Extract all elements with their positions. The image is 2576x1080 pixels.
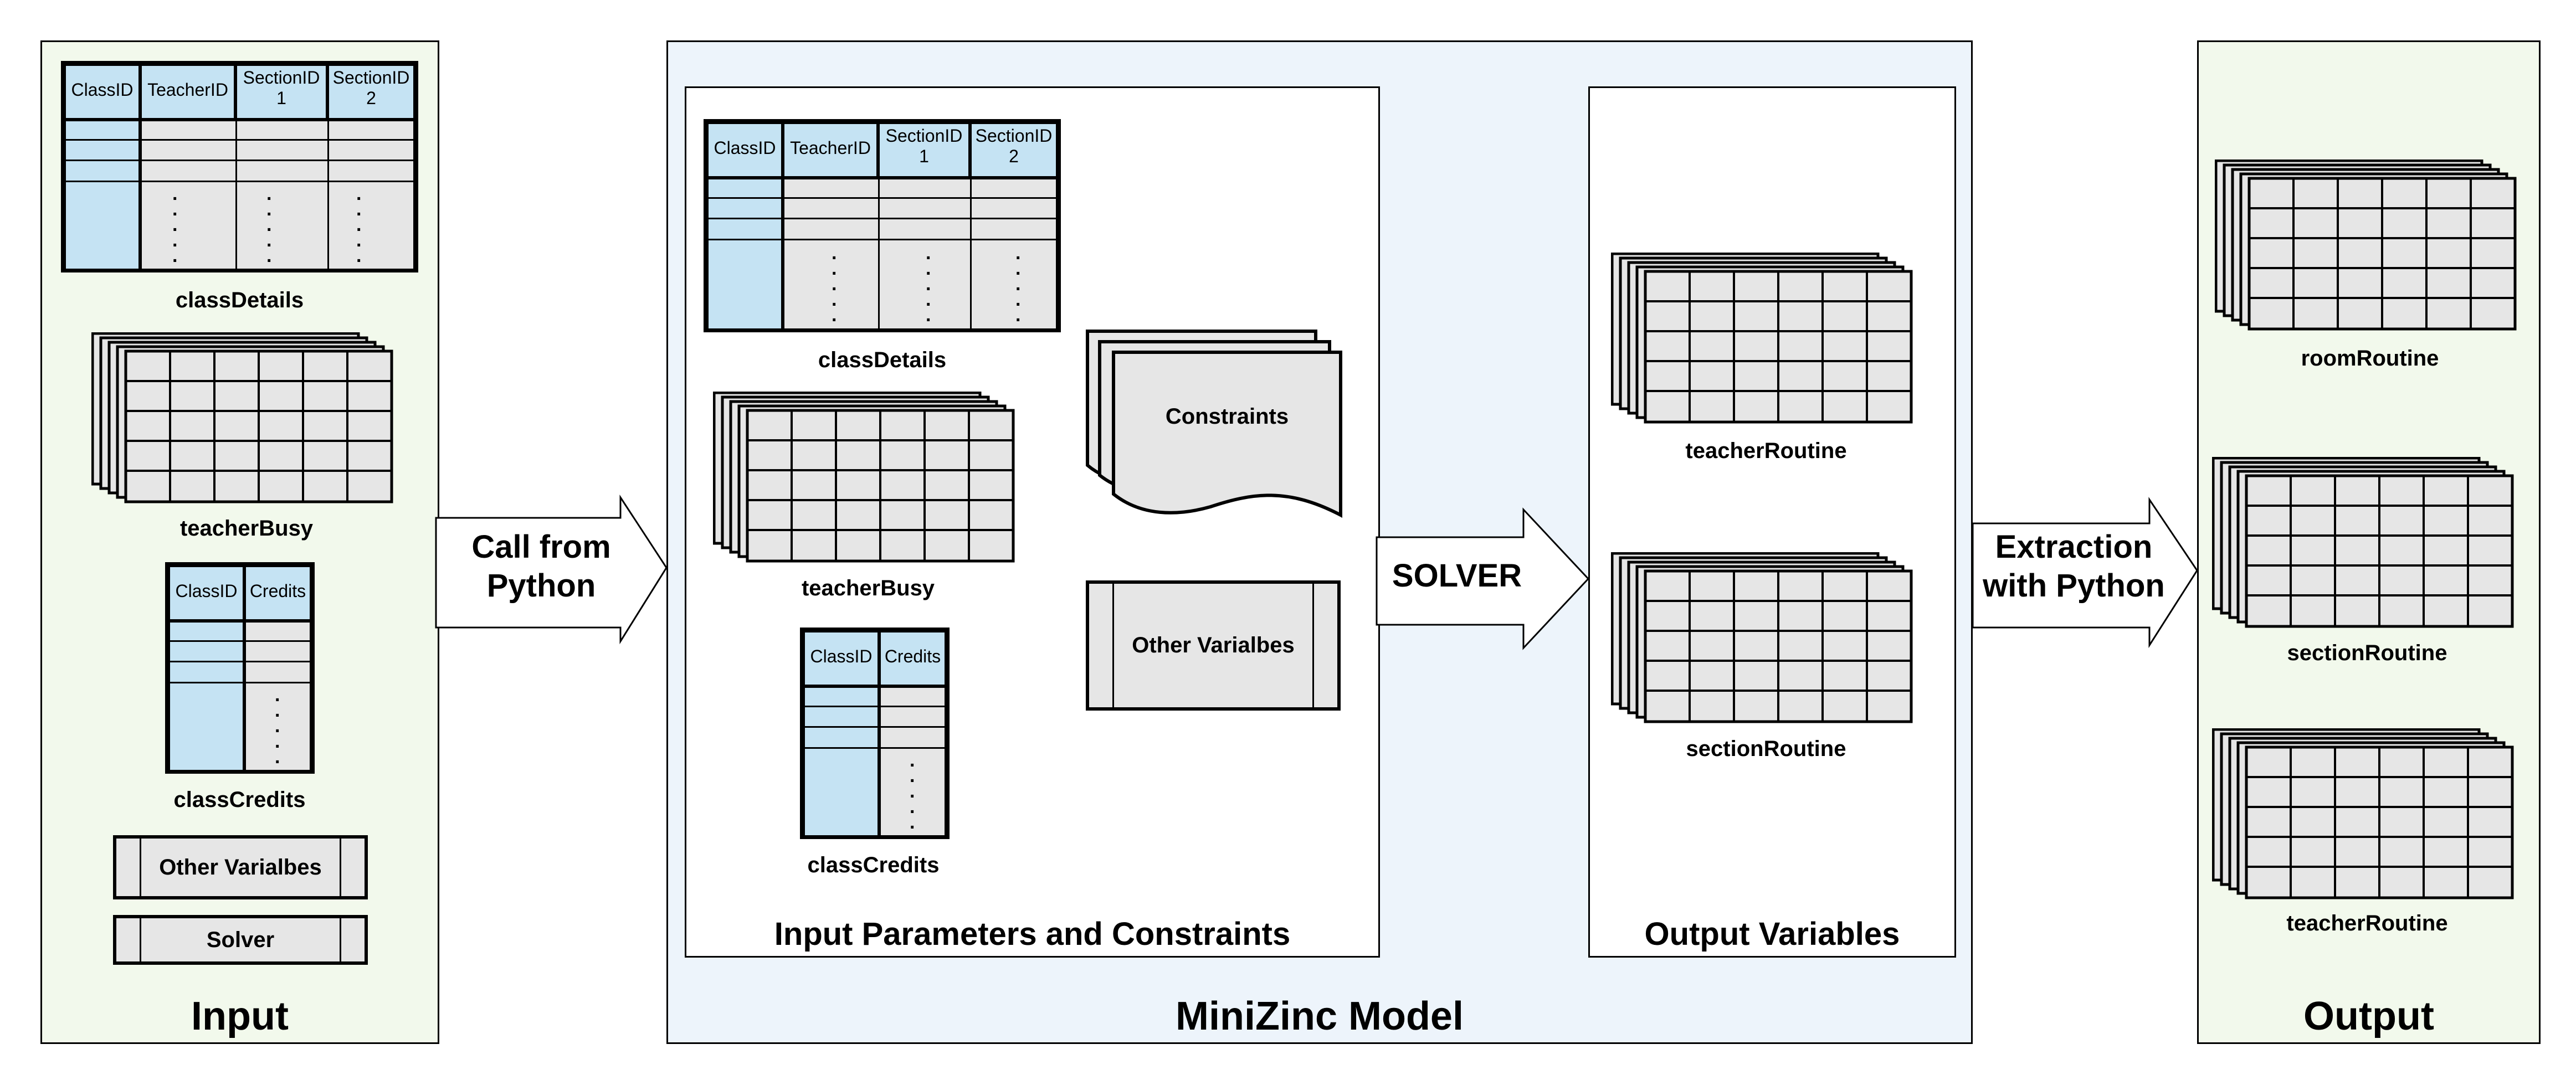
model-teacher-busy-stack — [712, 391, 1023, 563]
constraints-label: Constraints — [1165, 404, 1289, 429]
input-panel-title: Input — [191, 994, 289, 1038]
output-section-routine-stack — [2211, 456, 2522, 629]
output-section-routine-label: sectionRoutine — [2287, 641, 2447, 665]
col-header: ClassID — [71, 80, 134, 100]
input-other-variables-label: Other Varialbes — [159, 855, 322, 880]
input-teacher-busy-stack — [91, 332, 402, 504]
extraction-label: Extraction with Python — [1983, 529, 2165, 604]
constraints-document — [1086, 330, 1342, 518]
col-header: TeacherID — [147, 80, 228, 100]
params-panel-title: Input Parameters and Constraints — [774, 916, 1291, 952]
output-variables-title: Output Variables — [1644, 916, 1900, 952]
output-teacher-routine-label: teacherRoutine — [2286, 911, 2448, 935]
input-class-details-table: ClassID TeacherID SectionID 1 SectionID … — [61, 61, 418, 272]
call-from-python-label: Call from Python — [471, 529, 611, 604]
input-class-credits-table: ClassID Credits ..... — [165, 562, 315, 774]
col-header: SectionID 1 — [243, 68, 320, 108]
input-other-variables-box: Other Varialbes — [113, 835, 368, 899]
output-variables-panel: Output Variables — [1588, 86, 1956, 958]
col-header: TeacherID — [790, 138, 871, 158]
model-panel-title: MiniZinc Model — [1176, 994, 1464, 1038]
col-header: ClassID — [175, 581, 238, 601]
col-header: ClassID — [810, 646, 873, 666]
model-section-routine-stack — [1610, 552, 1921, 724]
model-other-variables-box: Other Varialbes — [1086, 580, 1341, 711]
solver-label: SOLVER — [1392, 558, 1522, 594]
model-teacher-routine-label: teacherRoutine — [1685, 439, 1847, 463]
col-header: Credits — [884, 646, 941, 666]
input-class-details-label: classDetails — [175, 288, 304, 312]
output-room-routine-stack — [2214, 159, 2525, 331]
col-header: SectionID 1 — [885, 126, 963, 166]
input-class-credits-label: classCredits — [173, 788, 306, 812]
output-room-routine-label: roomRoutine — [2301, 346, 2439, 371]
model-class-details-table: ClassID TeacherID SectionID 1 SectionID … — [704, 119, 1061, 332]
model-class-credits-label: classCredits — [807, 853, 940, 877]
model-teacher-busy-label: teacherBusy — [801, 576, 935, 600]
col-header: Credits — [249, 581, 306, 601]
col-header: SectionID 2 — [975, 126, 1053, 166]
model-class-details-label: classDetails — [818, 348, 947, 372]
model-section-routine-label: sectionRoutine — [1686, 737, 1846, 761]
model-class-credits-table: ClassID Credits ..... — [800, 628, 950, 839]
input-teacher-busy-label: teacherBusy — [179, 516, 314, 541]
col-header: ClassID — [714, 138, 776, 158]
input-solver-box: Solver — [113, 915, 368, 965]
output-teacher-routine-stack — [2211, 728, 2522, 900]
col-header: SectionID 2 — [332, 68, 410, 108]
model-teacher-routine-stack — [1610, 252, 1921, 424]
model-other-variables-label: Other Varialbes — [1132, 633, 1295, 657]
output-panel-title: Output — [2303, 994, 2434, 1038]
input-solver-label: Solver — [206, 927, 275, 952]
